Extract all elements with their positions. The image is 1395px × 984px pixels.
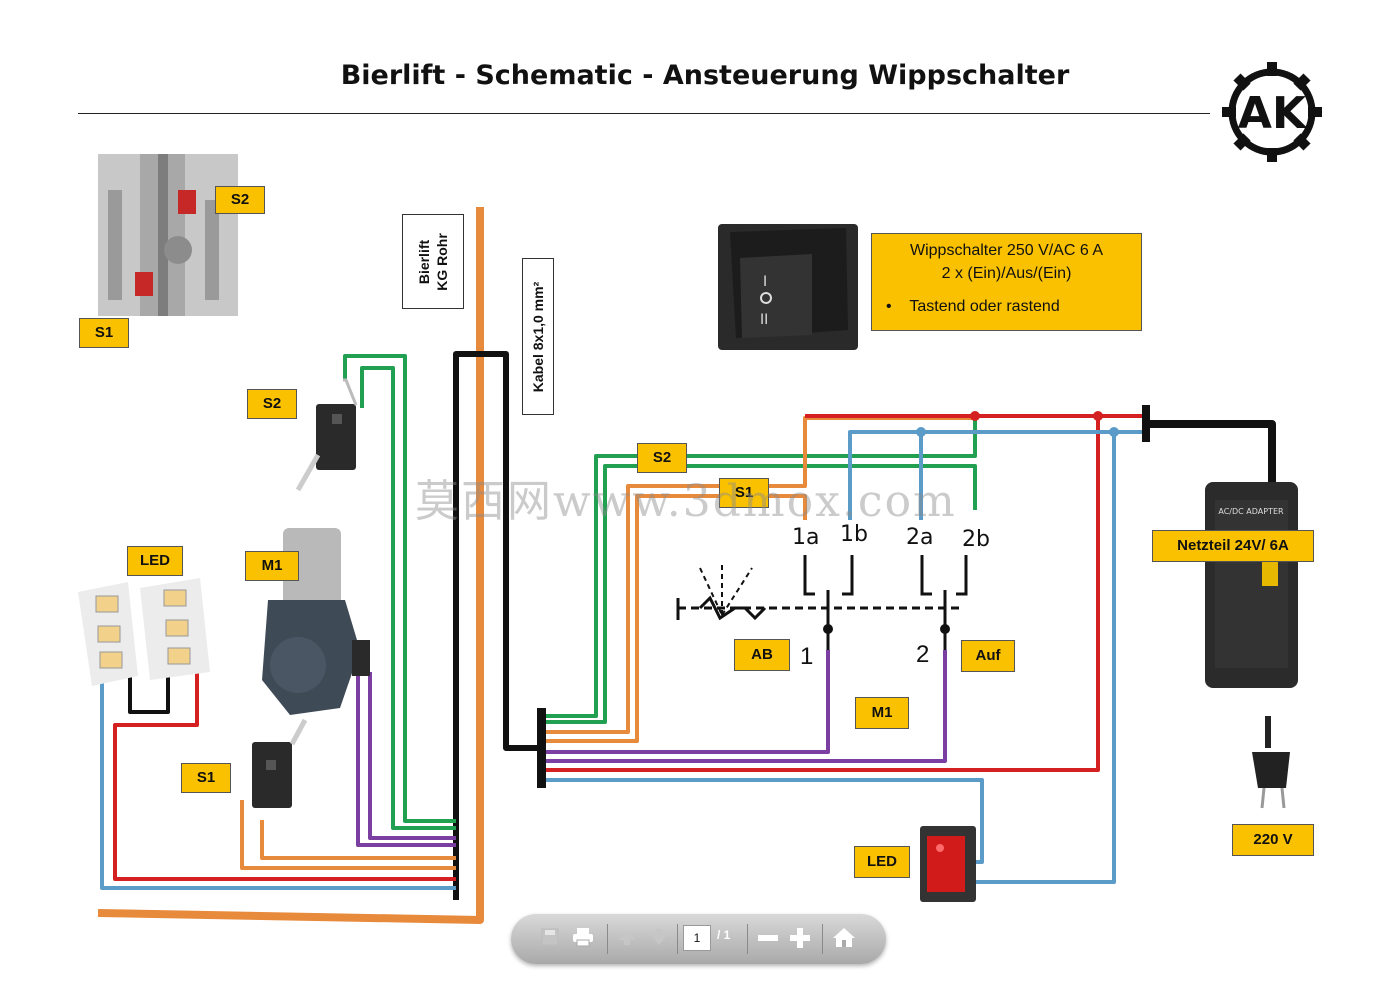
tag-m1-wiring: M1 bbox=[855, 697, 909, 729]
tag-netzteil: Netzteil 24V/ 6A bbox=[1152, 530, 1314, 562]
info-line-1: Wippschalter 250 V/AC 6 A bbox=[910, 242, 1103, 259]
kg-rohr-pipe bbox=[97, 207, 484, 924]
page-title: Bierlift - Schematic - Ansteuerung Wipps… bbox=[340, 60, 1070, 91]
wire-led-bridge bbox=[128, 672, 170, 714]
page-total: / 1 bbox=[717, 928, 731, 942]
wire-s2-green-1 bbox=[343, 354, 456, 823]
lift-photo bbox=[98, 154, 238, 316]
tag-s2-switch: S2 bbox=[247, 389, 297, 419]
wire-s1-orange-2 bbox=[260, 820, 456, 860]
tag-led-switch: LED bbox=[854, 846, 910, 878]
mains-plug-picture bbox=[1252, 716, 1290, 809]
watermark: 莫西网www.3dmox.com bbox=[415, 476, 957, 527]
bullet-icon: • bbox=[886, 298, 892, 315]
wire-red-supply bbox=[540, 414, 1150, 772]
rocker-switch-photo: I II bbox=[718, 224, 858, 350]
svg-text:II: II bbox=[760, 312, 768, 328]
wire-s1-orange-r2 bbox=[540, 494, 807, 743]
pdf-toolbar: 1 / 1 bbox=[511, 914, 886, 964]
led-rocker-picture bbox=[920, 826, 976, 902]
rocker-switch-schematic bbox=[676, 555, 968, 650]
kabel-label: Kabel 8x1,0 mm² bbox=[522, 258, 554, 415]
wire-s2-green-r2 bbox=[540, 464, 977, 724]
title-underline bbox=[78, 113, 1210, 114]
power-adapter-picture: AC/DC ADAPTER bbox=[1205, 482, 1298, 688]
toolbar-separator bbox=[747, 924, 748, 954]
wire-s2-green-2 bbox=[360, 366, 456, 830]
print-icon[interactable] bbox=[571, 927, 595, 951]
contact-1a: 1a bbox=[792, 525, 820, 550]
wire-led-blue-left bbox=[100, 672, 456, 890]
tag-auf: Auf bbox=[961, 640, 1015, 672]
switch-number-2: 2 bbox=[916, 641, 930, 668]
wire-s2-green-r1 bbox=[540, 418, 977, 718]
contact-2a: 2a bbox=[906, 525, 934, 550]
zoom-out-icon[interactable] bbox=[756, 927, 780, 951]
junction-red-2 bbox=[1093, 411, 1103, 421]
wire-blue-supply bbox=[540, 430, 1150, 884]
tag-s1-wiring: S1 bbox=[719, 478, 769, 508]
bierlift-line-1: Bierlift bbox=[416, 239, 432, 284]
led-strips-picture bbox=[78, 578, 210, 686]
junction-blue-2 bbox=[1109, 427, 1119, 437]
rocker-info-box: Wippschalter 250 V/AC 6 A 2 x (Ein)/Aus/… bbox=[871, 233, 1142, 331]
contact-1b: 1b bbox=[840, 522, 868, 547]
info-bullet-text: Tastend oder rastend bbox=[909, 298, 1060, 315]
microswitch-s2-picture bbox=[295, 378, 358, 492]
wire-psu-dc bbox=[1142, 405, 1276, 486]
tag-ab: AB bbox=[734, 639, 790, 671]
wire-purple-r2 bbox=[540, 650, 947, 763]
info-bullet: • Tastend oder rastend bbox=[886, 298, 1060, 316]
tag-s1-switch: S1 bbox=[181, 763, 231, 793]
tag-m1-motor: M1 bbox=[245, 551, 299, 581]
bierlift-line-2: KG Rohr bbox=[434, 232, 450, 291]
svg-text:I: I bbox=[763, 274, 767, 290]
switch-number-1: 1 bbox=[800, 643, 814, 670]
wire-m1-purple-1 bbox=[356, 672, 456, 847]
microswitch-s1-picture bbox=[252, 718, 308, 808]
logo-text: AK bbox=[1238, 88, 1308, 139]
contact-2b: 2b bbox=[962, 527, 990, 552]
save-icon[interactable] bbox=[538, 927, 562, 951]
info-line-2: 2 x (Ein)/Aus/(Ein) bbox=[941, 265, 1072, 282]
adapter-text: AC/DC ADAPTER bbox=[1218, 507, 1284, 516]
toolbar-separator bbox=[607, 924, 608, 954]
toolbar-separator bbox=[677, 924, 678, 954]
wire-purple-r1 bbox=[540, 650, 830, 754]
tag-s1-photo: S1 bbox=[79, 318, 129, 348]
zoom-in-icon[interactable] bbox=[788, 927, 812, 951]
tag-s2-photo: S2 bbox=[215, 186, 265, 214]
junction-blue-1 bbox=[916, 427, 926, 437]
tag-led-strip: LED bbox=[127, 546, 183, 576]
wire-led-red-left bbox=[113, 672, 456, 881]
wire-s1-orange-1 bbox=[240, 800, 456, 870]
tag-mains: 220 V bbox=[1232, 824, 1314, 856]
toolbar-separator bbox=[822, 924, 823, 954]
down-icon[interactable] bbox=[647, 927, 671, 951]
ak-logo: AK bbox=[1222, 62, 1322, 162]
page-number-input[interactable]: 1 bbox=[683, 925, 711, 951]
switch-pivot-2 bbox=[940, 624, 950, 634]
up-icon[interactable] bbox=[615, 927, 639, 951]
home-icon[interactable] bbox=[832, 927, 856, 951]
harness-plug bbox=[537, 708, 546, 788]
wire-m1-purple-2 bbox=[368, 672, 456, 840]
cable-black bbox=[453, 351, 540, 900]
switch-pivot-1 bbox=[823, 624, 833, 634]
tag-s2-wiring: S2 bbox=[637, 443, 687, 473]
junction-red-1 bbox=[970, 411, 980, 421]
motor-m1-picture bbox=[262, 528, 370, 715]
